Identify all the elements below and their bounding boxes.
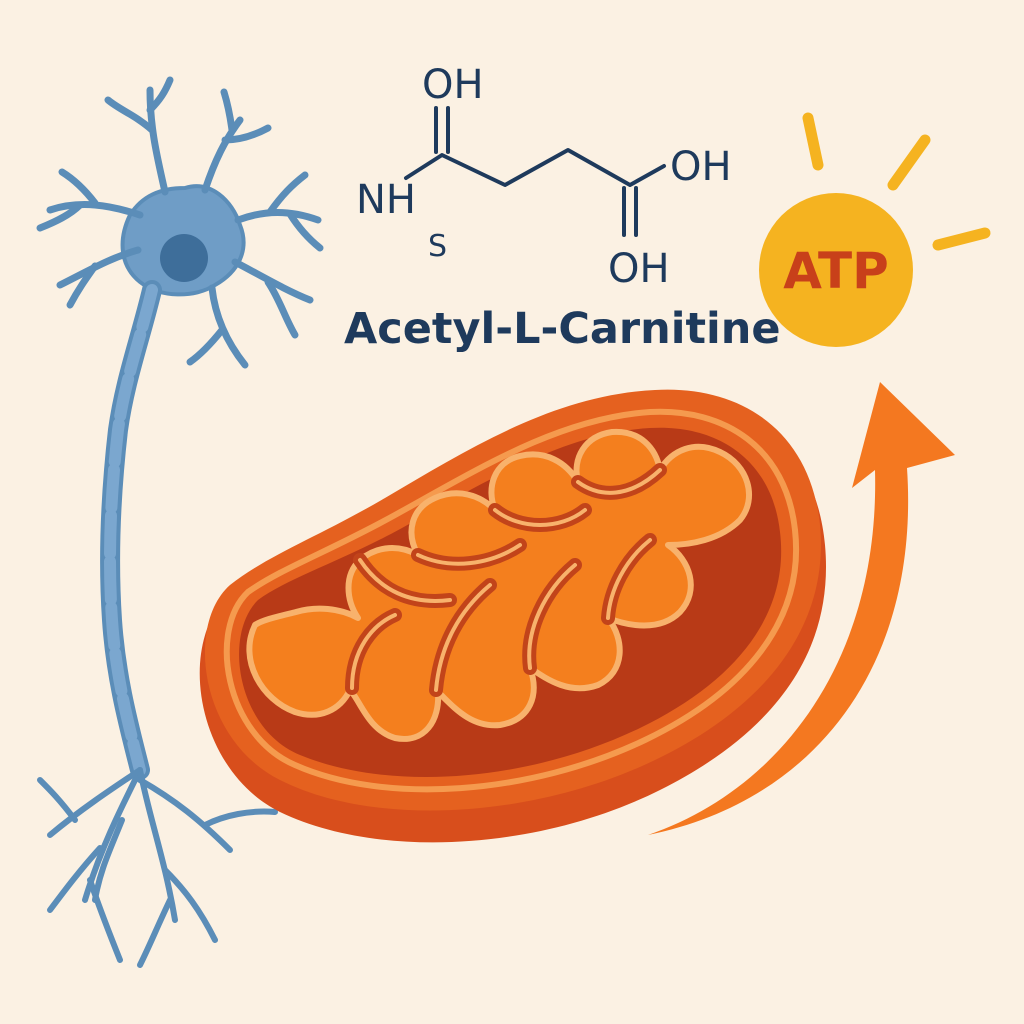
mitochondrion-icon bbox=[199, 389, 827, 843]
curved-arrow-icon bbox=[648, 382, 955, 835]
atp-rays bbox=[802, 112, 991, 251]
neuron-dendrites-upper bbox=[36, 76, 324, 369]
molecule-s: S bbox=[428, 229, 447, 264]
molecule-structure-icon: OH NH S OH OH bbox=[356, 62, 732, 292]
neuron-icon bbox=[36, 76, 324, 968]
molecule-oh-bottom: OH bbox=[608, 246, 670, 292]
neuron-axon-terminals bbox=[37, 767, 278, 968]
molecule-oh-right: OH bbox=[670, 144, 732, 190]
atp-circle bbox=[759, 193, 913, 347]
molecule-oh-top: OH bbox=[422, 62, 484, 108]
molecule-nh: NH bbox=[356, 177, 416, 223]
diagram-title: Acetyl-L-Carnitine bbox=[344, 304, 781, 354]
arrow-body bbox=[648, 382, 955, 835]
atp-sun-icon: ATP bbox=[759, 112, 991, 347]
atp-label: ATP bbox=[783, 242, 889, 300]
neuron-nucleus bbox=[160, 234, 208, 282]
